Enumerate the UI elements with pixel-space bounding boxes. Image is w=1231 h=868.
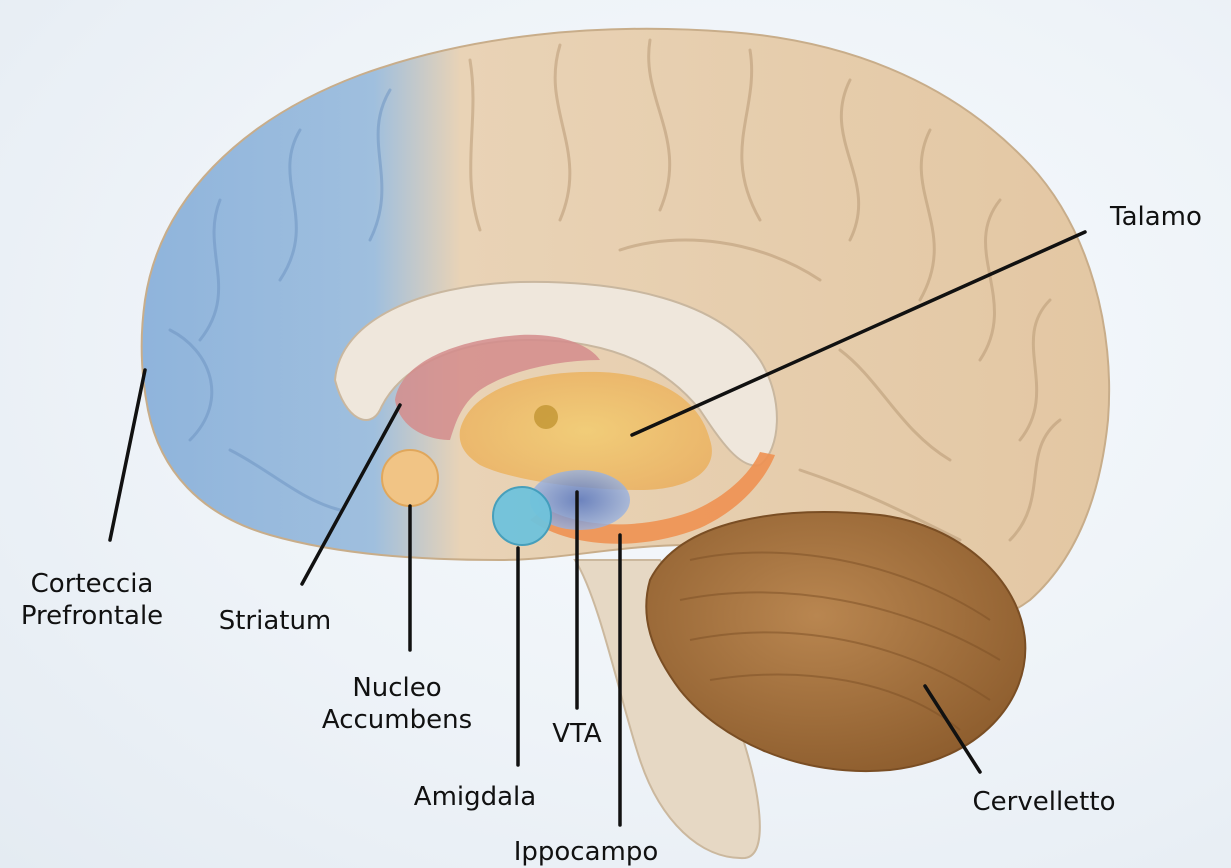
thalamus-nucleus bbox=[534, 405, 558, 429]
label-ippocampo: Ippocampo bbox=[500, 836, 672, 868]
label-nucleo-accumbens: Nucleo Accumbens bbox=[314, 672, 480, 736]
amygdala-marker bbox=[493, 487, 551, 545]
label-striatum: Striatum bbox=[212, 605, 338, 637]
nucleus-accumbens-marker bbox=[382, 450, 438, 506]
leader-corteccia bbox=[110, 370, 145, 540]
label-talamo: Talamo bbox=[1110, 201, 1202, 233]
label-cervelletto: Cervelletto bbox=[962, 786, 1126, 818]
label-vta: VTA bbox=[541, 718, 613, 750]
label-amigdala: Amigdala bbox=[402, 781, 548, 813]
label-corteccia-prefrontale: Corteccia Prefrontale bbox=[6, 568, 178, 632]
